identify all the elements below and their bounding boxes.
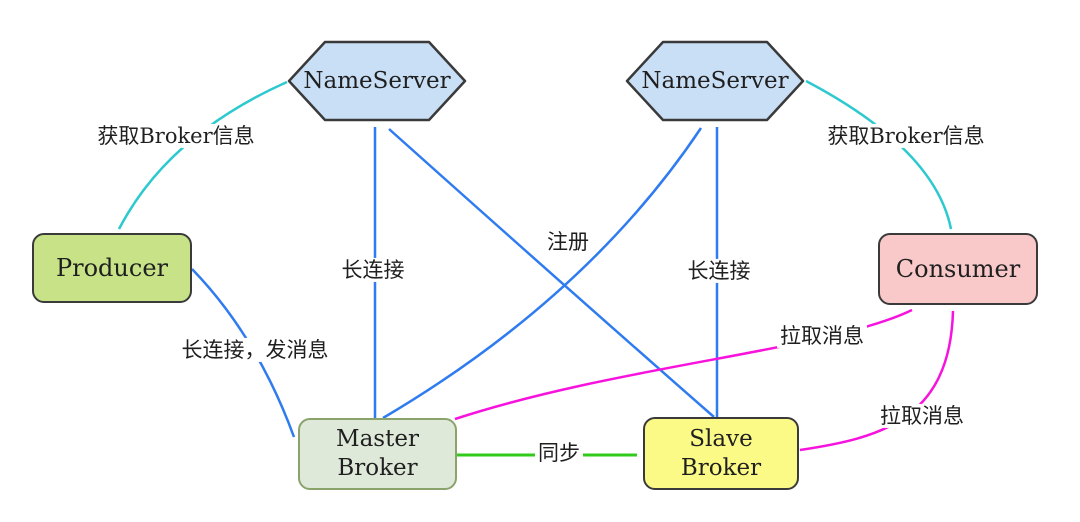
edge-label-long-connection-send-msg: 长连接，发消息 — [178, 337, 332, 363]
node-label-producer: Producer — [55, 254, 168, 282]
slave-broker-line2: Broker — [680, 454, 762, 481]
edge-label-pull-message-left: 拉取消息 — [777, 323, 867, 349]
hexagon-shape — [287, 40, 467, 122]
node-master-broker: Master Broker — [298, 418, 457, 490]
node-consumer: Consumer — [878, 233, 1038, 305]
node-label-master-broker: Master Broker — [336, 425, 419, 483]
slave-broker-line1: Slave — [689, 425, 753, 452]
node-producer: Producer — [32, 233, 192, 303]
edge-label-sync: 同步 — [535, 440, 583, 466]
node-slave-broker: Slave Broker — [643, 417, 799, 490]
edge-nameserver-left-to-producer — [117, 80, 288, 230]
edge-label-get-broker-info-right: 获取Broker信息 — [824, 123, 988, 149]
node-label-nameserver-right: NameServer — [641, 68, 789, 94]
master-broker-line2: Broker — [337, 455, 418, 481]
master-broker-line1: Master — [336, 426, 419, 453]
node-label-nameserver-left: NameServer — [303, 68, 451, 94]
edge-master-broker-to-nameserver-right — [382, 127, 703, 420]
edge-master-broker-to-consumer — [454, 308, 913, 421]
node-nameserver-right: NameServer — [625, 40, 805, 122]
edge-nameserver-right-to-consumer — [805, 79, 953, 230]
edge-label-long-connection-left: 长连接 — [338, 257, 408, 283]
node-nameserver-left: NameServer — [287, 40, 467, 122]
edge-label-long-connection-right: 长连接 — [684, 258, 754, 284]
edge-label-get-broker-info-left: 获取Broker信息 — [94, 123, 258, 149]
node-label-consumer: Consumer — [895, 255, 1021, 283]
hexagon-shape — [625, 40, 805, 122]
edge-label-pull-message-right: 拉取消息 — [877, 403, 967, 429]
node-label-slave-broker: Slave Broker — [681, 425, 761, 483]
edge-label-register: 注册 — [544, 229, 592, 255]
edge-slave-broker-to-nameserver-left — [388, 128, 715, 418]
